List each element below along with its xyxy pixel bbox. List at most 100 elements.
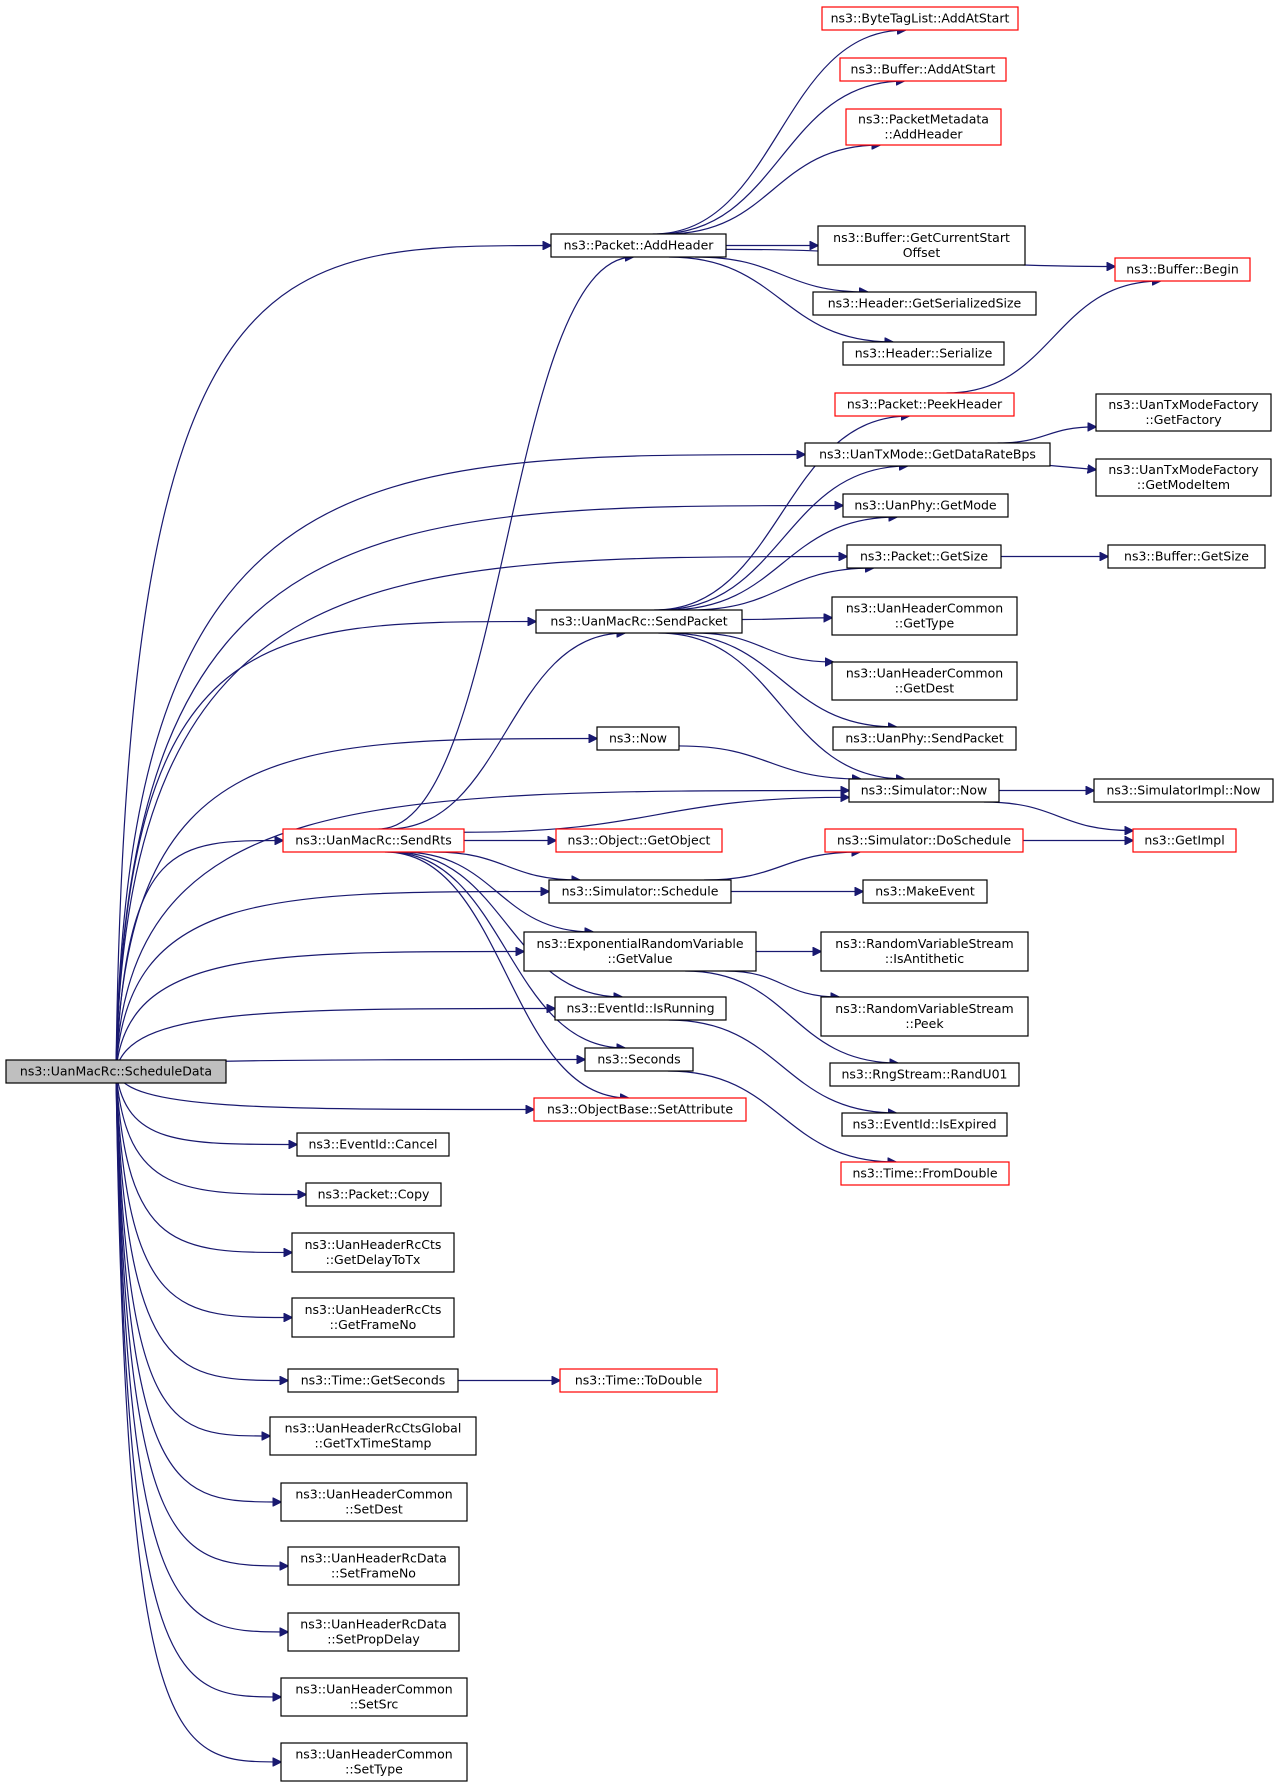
node-label: ns3::ObjectBase::SetAttribute [547,1102,733,1117]
node-buf-addatstart[interactable]: ns3::Buffer::AddAtStart [839,57,1007,82]
node-isexpired[interactable]: ns3::EventId::IsExpired [841,1112,1008,1137]
node-box [550,233,727,258]
node-hc-getdest[interactable]: ns3::UanHeaderCommon::GetDest [831,661,1018,701]
node-cts-getframeno[interactable]: ns3::UanHeaderRcCts::GetFrameNo [291,1297,455,1338]
node-fromdouble[interactable]: ns3::Time::FromDouble [840,1161,1010,1186]
node-hdr-serialize[interactable]: ns3::Header::Serialize [842,341,1005,366]
node-box [555,828,723,853]
node-box [535,609,743,634]
node-getimpl[interactable]: ns3::GetImpl [1132,828,1237,853]
node-setattribute[interactable]: ns3::ObjectBase::SetAttribute [533,1097,747,1122]
node-hc-setsrc[interactable]: ns3::UanHeaderCommon::SetSrc [280,1677,468,1717]
node-doschedule[interactable]: ns3::Simulator::DoSchedule [824,828,1024,853]
node-makeevent[interactable]: ns3::MakeEvent [862,879,988,904]
node-label: ns3::UanHeaderCommon [846,601,1003,616]
edge-root-to-cancel [115,1071,297,1145]
node-isrunning[interactable]: ns3::EventId::IsRunning [554,996,727,1021]
node-pkt-getsize[interactable]: ns3::Packet::GetSize [846,544,1002,569]
edge-root-to-getdataratebps [115,455,805,1072]
node-label: ns3::Packet::AddHeader [564,238,715,253]
node-getdataratebps[interactable]: ns3::UanTxMode::GetDataRateBps [804,442,1051,467]
node-box [280,1742,468,1782]
node-peekheader[interactable]: ns3::Packet::PeekHeader [834,392,1015,417]
node-getobject[interactable]: ns3::Object::GetObject [555,828,723,853]
node-addheader[interactable]: ns3::Packet::AddHeader [550,233,727,258]
node-hc-gettype[interactable]: ns3::UanHeaderCommon::GetType [831,596,1018,636]
node-schedule[interactable]: ns3::Simulator::Schedule [548,879,732,904]
node-label: ns3::RngStream::RandU01 [842,1067,1008,1082]
node-btl-addatstart[interactable]: ns3::ByteTagList::AddAtStart [821,6,1019,31]
node-cancel[interactable]: ns3::EventId::Cancel [296,1132,450,1157]
node-label: ::GetDest [895,681,955,696]
node-rvs-peek[interactable]: ns3::RandomVariableStream::Peek [820,996,1029,1037]
node-todouble[interactable]: ns3::Time::ToDouble [559,1368,718,1393]
node-ctsg-gettxtimestamp[interactable]: ns3::UanHeaderRcCtsGlobal::GetTxTimeStam… [269,1416,477,1456]
node-rvs-isantithetic[interactable]: ns3::RandomVariableStream::IsAntithetic [820,931,1029,972]
node-box [834,392,1015,417]
node-phy-sendpacket[interactable]: ns3::UanPhy::SendPacket [832,726,1017,751]
node-box [296,1132,450,1157]
edge-root-to-hc-setdest [115,1071,281,1503]
node-sendpacket[interactable]: ns3::UanMacRc::SendPacket [535,609,743,634]
node-time-getseconds[interactable]: ns3::Time::GetSeconds [287,1368,459,1393]
node-label: ns3::GetImpl [1144,833,1224,848]
node-randu01[interactable]: ns3::RngStream::RandU01 [829,1062,1020,1087]
node-label: ns3::UanMacRc::ScheduleData [20,1064,212,1079]
node-sim-now[interactable]: ns3::Simulator::Now [848,778,1000,803]
node-simimpl-now[interactable]: ns3::SimulatorImpl::Now [1093,778,1274,803]
node-root[interactable]: ns3::UanMacRc::ScheduleData [5,1059,227,1084]
node-data-setpropdelay[interactable]: ns3::UanHeaderRcData::SetPropDelay [287,1612,460,1652]
node-label: ns3::UanHeaderRcCtsGlobal [285,1421,462,1436]
edge-root-to-data-setframeno [115,1071,288,1567]
node-box [533,1097,747,1122]
edge-sendrts-to-erv-getvalue [401,851,593,932]
node-label: ns3::Simulator::Now [861,783,988,798]
node-label: ns3::MakeEvent [875,884,975,899]
node-box [287,1612,460,1652]
node-sendrts[interactable]: ns3::UanMacRc::SendRts [282,828,465,853]
node-erv-getvalue[interactable]: ns3::ExponentialRandomVariable::GetValue [523,931,757,972]
node-pm-addheader[interactable]: ns3::PacketMetadata::AddHeader [845,108,1002,146]
edge-addheader-to-hdr-getserializedsize [695,256,868,292]
edge-sendpacket-to-phy-getmode [667,517,897,611]
edge-sendrts-to-seconds [387,851,625,1048]
edge-sendpacket-to-peekheader [654,416,909,611]
node-buf-getsize[interactable]: ns3::Buffer::GetSize [1107,544,1266,569]
node-label: ::GetTxTimeStamp [315,1436,432,1451]
node-label: ns3::UanTxModeFactory [1108,397,1259,412]
node-hc-setdest[interactable]: ns3::UanHeaderCommon::SetDest [280,1482,468,1522]
node-label: ns3::UanTxMode::GetDataRateBps [819,447,1036,462]
edge-sendpacket-to-getdataratebps [658,466,908,611]
node-pkt-copy[interactable]: ns3::Packet::Copy [305,1182,442,1207]
node-label: ns3::UanHeaderRcCts [305,1237,442,1252]
node-label: ns3::RandomVariableStream [835,936,1013,951]
node-data-setframeno[interactable]: ns3::UanHeaderRcData::SetFrameNo [287,1546,460,1586]
node-box [821,6,1019,31]
edge-root-to-time-getseconds [115,1071,288,1381]
edge-sendpacket-to-hc-gettype [741,618,832,620]
node-box [287,1368,459,1393]
node-box [1095,458,1272,497]
node-txf-getfactory[interactable]: ns3::UanTxModeFactory::GetFactory [1095,393,1272,432]
node-phy-getmode[interactable]: ns3::UanPhy::GetMode [842,493,1009,518]
node-now[interactable]: ns3::Now [596,726,680,751]
node-hc-settype[interactable]: ns3::UanHeaderCommon::SetType [280,1742,468,1782]
node-box [305,1182,442,1207]
node-label: ns3::ExponentialRandomVariable [536,936,743,951]
node-hdr-getserializedsize[interactable]: ns3::Header::GetSerializedSize [812,291,1037,316]
node-label: ns3::Object::GetObject [568,833,711,848]
node-seconds[interactable]: ns3::Seconds [584,1047,694,1072]
node-label: ::SetFrameNo [331,1566,416,1581]
node-txf-getmodeitem[interactable]: ns3::UanTxModeFactory::GetModeItem [1095,458,1272,497]
node-buf-begin[interactable]: ns3::Buffer::Begin [1114,257,1251,282]
node-box [596,726,680,751]
node-label: ns3::Buffer::GetCurrentStart [833,230,1010,245]
node-box [829,1062,1020,1087]
edge-root-to-data-setpropdelay [115,1071,288,1633]
node-box [287,1546,460,1586]
node-cts-getdelaytotx[interactable]: ns3::UanHeaderRcCts::GetDelayToTx [291,1232,455,1273]
node-box [280,1482,468,1522]
node-box [824,828,1024,853]
node-label: ns3::EventId::IsRunning [566,1001,714,1016]
